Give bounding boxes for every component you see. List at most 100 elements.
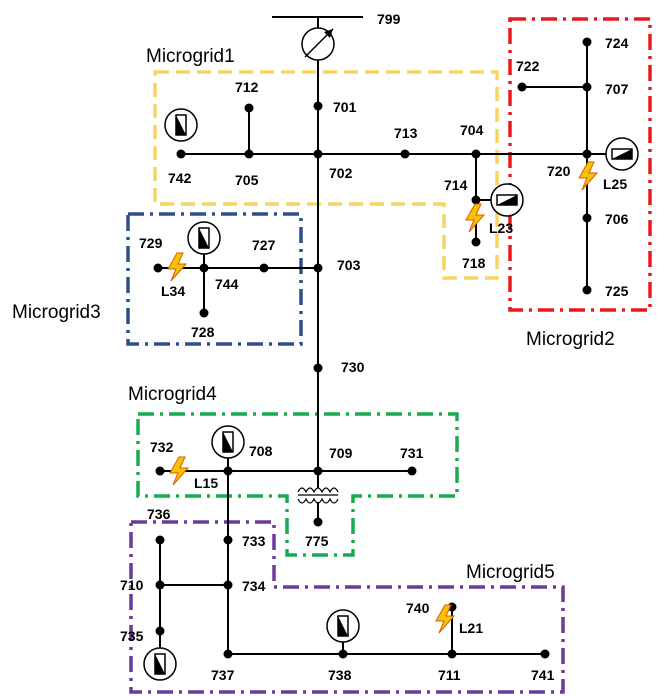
node-label-718: 718: [462, 255, 486, 271]
microgrid-labels: Microgrid1 Microgrid2 Microgrid3 Microgr…: [12, 46, 615, 583]
bus-dots: [153, 37, 592, 659]
fault-label-L23: L23: [489, 220, 513, 236]
node-label-741: 741: [531, 667, 555, 683]
fault-label-L15: L15: [194, 475, 218, 491]
microgrid5-label: Microgrid5: [466, 562, 555, 583]
bus-dot-701: [313, 101, 323, 111]
node-label-722: 722: [516, 58, 540, 74]
bus-dot-708: [223, 466, 233, 476]
node-label-742: 742: [168, 170, 192, 186]
node-label-744: 744: [215, 276, 239, 292]
node-label-705: 705: [235, 172, 259, 188]
node-label-728: 728: [191, 324, 215, 340]
bus-dot-735: [155, 626, 165, 636]
bus-dot-730: [313, 363, 323, 373]
node-label-712: 712: [235, 79, 259, 95]
bus-dot-720: [582, 149, 592, 159]
distributed-generator-icon: [211, 425, 245, 459]
microgrid5-boundary: [129, 520, 565, 694]
node-label-731: 731: [400, 445, 424, 461]
bus-dot-728: [199, 308, 209, 318]
bus-dot-704: [471, 149, 481, 159]
distributed-generator-icon: [187, 221, 221, 255]
node-label-725: 725: [605, 283, 629, 299]
voltage-regulator-icon: [301, 27, 335, 61]
bus-dot-722: [517, 82, 527, 92]
node-label-704: 704: [460, 122, 484, 138]
microgrid2-label: Microgrid2: [526, 329, 615, 350]
bus-dot-710: [155, 580, 165, 590]
microgrid4-label: Microgrid4: [128, 384, 217, 405]
node-label-710: 710: [120, 577, 144, 593]
bus-dot-738: [338, 649, 348, 659]
node-label-737: 737: [211, 667, 235, 683]
distributed-generator-icon: [490, 183, 524, 217]
bus-dot-732: [155, 466, 165, 476]
bus-dot-714: [471, 195, 481, 205]
bus-dot-705: [244, 149, 254, 159]
node-label-701: 701: [333, 99, 357, 115]
microgrid3-label: Microgrid3: [12, 302, 101, 323]
node-label-703: 703: [337, 257, 361, 273]
distributed-generator-icon: [164, 108, 198, 142]
node-label-775: 775: [305, 533, 329, 549]
node-label-702: 702: [329, 165, 353, 181]
node-label-736: 736: [147, 506, 171, 522]
microgrid1-label: Microgrid1: [146, 46, 235, 67]
transformer-icon: [297, 487, 339, 504]
fault-label-L34: L34: [161, 283, 185, 299]
node-label-713: 713: [394, 125, 418, 141]
bus-dot-711: [447, 649, 457, 659]
bus-dot-707: [582, 82, 592, 92]
bus-dot-737: [223, 649, 233, 659]
lightning-fault-icon: [169, 456, 189, 486]
distributed-generator-icon: [143, 647, 177, 681]
node-label-711: 711: [438, 667, 461, 683]
fault-label-L25: L25: [603, 176, 627, 192]
microgrid2-boundary: [508, 17, 652, 312]
microgrid3-boundary: [126, 212, 303, 346]
bus-dot-733: [223, 535, 233, 545]
node-label-727: 727: [252, 237, 276, 253]
bus-dot-741: [540, 649, 550, 659]
bus-dot-775: [313, 517, 323, 527]
node-label-733: 733: [242, 533, 266, 549]
bus-dot-718: [471, 237, 481, 247]
bus-dot-709: [313, 466, 323, 476]
bus-dot-706: [582, 213, 592, 223]
node-label-708: 708: [249, 443, 273, 459]
node-label-709: 709: [329, 445, 353, 461]
node-label-799: 799: [377, 11, 401, 27]
bus-dot-713: [400, 149, 410, 159]
node-label-724: 724: [605, 35, 629, 51]
bus-dot-736: [155, 535, 165, 545]
node-label-729: 729: [139, 235, 163, 251]
bus-dot-729: [153, 263, 163, 273]
fault-labels: L15 L21 L23 L25 L34: [161, 176, 627, 636]
microgrid1-boundary: [153, 70, 499, 280]
bus-dot-731: [407, 466, 417, 476]
node-label-735: 735: [120, 628, 144, 644]
node-label-738: 738: [328, 667, 352, 683]
bus-dot-742: [176, 149, 186, 159]
bus-dot-703: [313, 263, 323, 273]
bus-dot-734: [223, 580, 233, 590]
bus-dot-712: [244, 103, 254, 113]
fault-label-L21: L21: [459, 620, 483, 636]
node-labels: 799 701 702 703 704 705 706 707 708 709 …: [120, 11, 629, 683]
bus-dot-744: [199, 263, 209, 273]
node-label-740: 740: [406, 600, 430, 616]
node-label-707: 707: [605, 81, 629, 97]
lightning-fault-icon: [167, 252, 187, 282]
node-label-732: 732: [150, 439, 174, 455]
node-label-730: 730: [341, 359, 365, 375]
distributed-generator-icon: [326, 609, 360, 643]
node-label-714: 714: [444, 177, 468, 193]
microgrid4-boundary: [136, 412, 459, 557]
node-label-720: 720: [547, 163, 571, 179]
node-label-734: 734: [242, 578, 266, 594]
bus-dot-702: [313, 149, 323, 159]
bus-dot-725: [582, 285, 592, 295]
distributed-generator-icon: [605, 137, 639, 171]
